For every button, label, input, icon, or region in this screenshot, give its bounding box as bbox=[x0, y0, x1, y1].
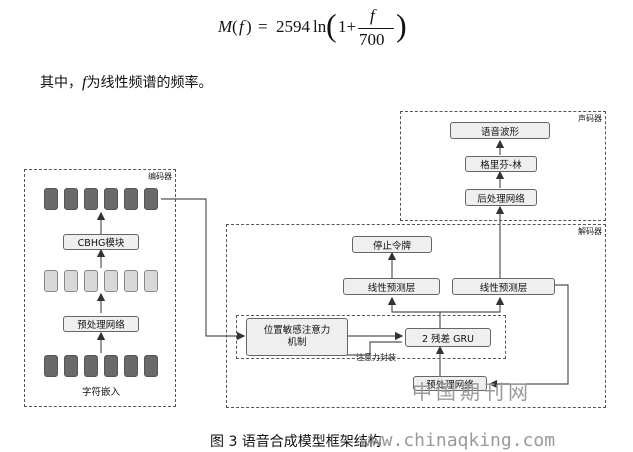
attention-box: 位置敏感注意力 机制 bbox=[246, 318, 348, 356]
encoder-output-cell bbox=[64, 188, 78, 210]
prenet-output-cell bbox=[84, 270, 98, 292]
prenet-output-cell bbox=[104, 270, 118, 292]
encoder-output-cell bbox=[84, 188, 98, 210]
vocoder-label: 声码器 bbox=[578, 114, 602, 123]
vocoder-panel: 声码器 bbox=[400, 111, 606, 221]
gru-box: 2 残差 GRU bbox=[405, 328, 491, 347]
formula-fraction-bar bbox=[358, 28, 394, 29]
prenet-output-cell bbox=[44, 270, 58, 292]
encoder-output-cell bbox=[124, 188, 138, 210]
encoder-output-cell bbox=[104, 188, 118, 210]
formula-big-paren-close: ) bbox=[396, 7, 407, 43]
formula-lhs-arg: f bbox=[239, 17, 244, 36]
watermark-url: www.chinaqking.com bbox=[360, 430, 556, 451]
prenet-output-cell bbox=[64, 270, 78, 292]
prenet-output-cell bbox=[144, 270, 158, 292]
char-embed-label: 字符嵌入 bbox=[82, 387, 121, 398]
encoder-label: 编码器 bbox=[148, 172, 172, 181]
arrow-gru-to-linear-left bbox=[387, 296, 441, 328]
arrow-gru-to-linear-right bbox=[440, 296, 505, 313]
formula-ln: ln bbox=[313, 17, 327, 36]
decoder-panel: 解码器 bbox=[226, 224, 606, 408]
explanation-var: f bbox=[82, 74, 87, 91]
cbhg-box: CBHG模块 bbox=[63, 234, 139, 250]
formula-numerator: f bbox=[370, 6, 375, 25]
decoder-label: 解码器 bbox=[578, 227, 602, 236]
attention-wrapper-label: 注意力封装 bbox=[356, 353, 396, 362]
encoder-output-cell bbox=[44, 188, 58, 210]
linear-proj-left-box: 线性预测层 bbox=[343, 278, 440, 295]
prenet-output-cell bbox=[124, 270, 138, 292]
char-embed-cell bbox=[144, 355, 158, 377]
waveform-box: 语音波形 bbox=[450, 122, 550, 139]
formula-equals: = bbox=[258, 17, 268, 36]
formula-paren-close: ) bbox=[246, 17, 252, 36]
char-embed-cell bbox=[64, 355, 78, 377]
griffin-lim-box: 格里芬-林 bbox=[465, 156, 537, 172]
formula-coef: 2594 bbox=[276, 17, 310, 36]
attention-wrapper-panel bbox=[236, 315, 506, 359]
char-embed-cell bbox=[84, 355, 98, 377]
decoder-prenet-box: 预处理网络 bbox=[413, 376, 487, 391]
char-embed-cell bbox=[104, 355, 118, 377]
stop-token-box: 停止令牌 bbox=[352, 236, 432, 253]
formula-big-paren-open: ( bbox=[326, 7, 337, 43]
encoder-output-cell bbox=[144, 188, 158, 210]
encoder-panel: 编码器 bbox=[24, 169, 176, 407]
figure-caption: 图 3 语音合成模型框架结构 bbox=[210, 434, 382, 450]
formula-paren: ( bbox=[232, 17, 238, 36]
arrow-feedback-to-prenet bbox=[488, 284, 569, 389]
char-embed-cell bbox=[124, 355, 138, 377]
explanation-suffix: 为线性频谱的频率。 bbox=[86, 75, 213, 91]
char-embed-cell bbox=[44, 355, 58, 377]
watermark-cn: 中国期刊网 bbox=[412, 380, 532, 404]
postnet-box: 后处理网络 bbox=[465, 189, 537, 206]
explanation-text: 其中，f为线性频谱的频率。 bbox=[40, 72, 212, 92]
formula-lhs-func: M bbox=[218, 17, 233, 36]
arrow-encoder-to-attention bbox=[161, 198, 246, 341]
explanation-prefix: 其中， bbox=[40, 75, 82, 91]
encoder-prenet-box: 预处理网络 bbox=[63, 316, 139, 332]
formula-denominator: 700 bbox=[359, 30, 385, 49]
linear-proj-right-box: 线性预测层 bbox=[452, 278, 555, 295]
formula-one-plus: 1+ bbox=[338, 17, 357, 36]
